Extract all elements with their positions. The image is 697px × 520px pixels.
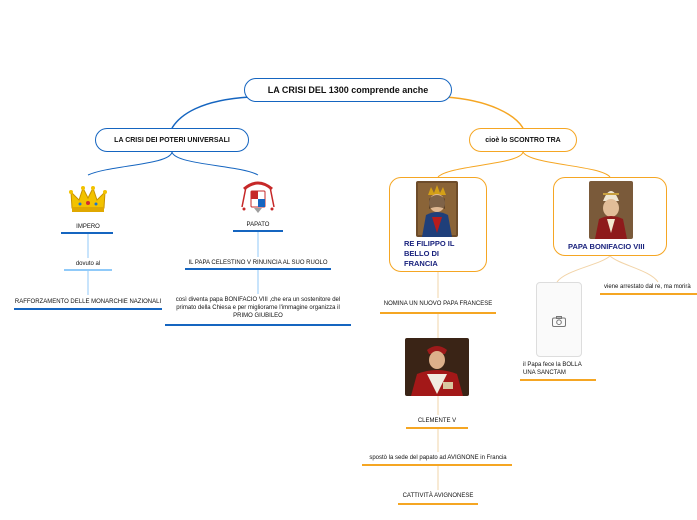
impero-child1-underline — [64, 269, 112, 271]
bonifacio-child2-underline — [600, 293, 697, 295]
bonifacio-title: PAPA BONIFACIO VIII — [568, 242, 645, 251]
clemente-underline — [406, 427, 468, 429]
filippo-child1-underline — [380, 312, 496, 314]
papato-child2[interactable]: così diventa papa BONIFACIO VIII ,che er… — [160, 296, 356, 320]
papato-child2-line1: così diventa papa BONIFACIO VIII ,che er… — [175, 297, 341, 303]
papato-child1-underline — [185, 268, 331, 270]
bonifacio-child1-underline — [520, 379, 596, 381]
bonifacio-child1-line2: UNA SANCTAM — [523, 370, 566, 376]
root-node[interactable]: LA CRISI DEL 1300 comprende anche — [244, 78, 452, 102]
filippo-child3[interactable]: CATTIVITÀ AVIGNONESE — [402, 493, 474, 499]
right-branch-label: cioè lo SCONTRO TRA — [485, 136, 561, 144]
crown-icon — [68, 184, 108, 214]
bonifacio-child1-line1: il Papa fece la BOLLA — [523, 362, 582, 368]
bonifacio-portrait — [589, 181, 633, 239]
root-label: LA CRISI DEL 1300 comprende anche — [267, 85, 429, 95]
image-placeholder[interactable] — [536, 282, 582, 357]
papato-label[interactable]: PAPATO — [246, 222, 270, 228]
filippo-child2[interactable]: spostò la sede del papato ad AVIGNONE in… — [369, 455, 507, 461]
filippo-child3-underline — [398, 503, 478, 505]
impero-label[interactable]: IMPERO — [76, 224, 100, 230]
impero-child1[interactable]: dovuto al — [75, 261, 101, 267]
papato-child1[interactable]: IL PAPA CELESTINO V RINUNCIA AL SUO RUOL… — [188, 260, 328, 266]
impero-underline — [61, 232, 113, 234]
clemente-portrait — [405, 338, 469, 396]
filippo-title-line1: RE FILIPPO IL — [404, 239, 455, 248]
papato-underline — [233, 230, 283, 232]
filippo-child2-underline — [362, 464, 512, 466]
papato-child2-underline — [165, 324, 351, 326]
left-branch-label: LA CRISI DEI POTERI UNIVERSALI — [114, 136, 230, 144]
bonifacio-child1[interactable]: il Papa fece la BOLLA UNA SANCTAM — [523, 361, 603, 377]
filippo-title-line3: FRANCIA — [404, 259, 438, 268]
filippo-portrait — [416, 181, 458, 237]
right-branch-node[interactable]: cioè lo SCONTRO TRA — [469, 128, 577, 152]
left-branch-node[interactable]: LA CRISI DEI POTERI UNIVERSALI — [95, 128, 249, 152]
clemente-label[interactable]: CLEMENTE V — [417, 418, 457, 424]
filippo-title: RE FILIPPO IL BELLO DI FRANCIA — [404, 239, 484, 269]
filippo-child1[interactable]: NOMINA UN NUOVO PAPA FRANCESE — [383, 301, 493, 307]
filippo-title-line2: BELLO DI — [404, 249, 439, 258]
filippo-card[interactable]: RE FILIPPO IL BELLO DI FRANCIA — [389, 177, 487, 272]
bonifacio-card[interactable]: PAPA BONIFACIO VIII — [553, 177, 667, 256]
papal-coat-of-arms-icon — [240, 179, 276, 215]
papato-child2-line3: PRIMO GIUBILEO — [233, 313, 283, 319]
impero-child2-underline — [14, 308, 162, 310]
papato-child2-line2: primato della Chiesa e per migliorarne l… — [176, 305, 340, 311]
impero-child2[interactable]: RAFFORZAMENTO DELLE MONARCHIE NAZIONALI — [14, 299, 162, 305]
camera-icon — [552, 316, 566, 327]
bonifacio-child2[interactable]: viene arrestato dal re, ma morirà — [604, 284, 691, 290]
